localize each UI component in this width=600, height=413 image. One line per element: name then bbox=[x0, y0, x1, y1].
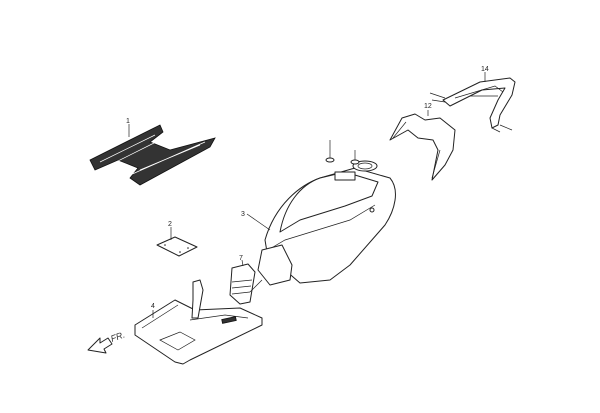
label-part-2: 2 bbox=[168, 221, 172, 228]
label-part-3: 3 bbox=[241, 211, 245, 218]
floor-mat: 1 bbox=[89, 118, 216, 186]
rear-cover: 12 bbox=[389, 103, 456, 181]
label-part-14: 14 bbox=[481, 66, 489, 73]
label-part-4: 4 bbox=[151, 303, 155, 310]
body-cover: 3 bbox=[241, 140, 396, 286]
rear-carrier: 14 bbox=[429, 66, 516, 133]
label-part-1: 1 bbox=[126, 118, 130, 125]
front-direction-arrow: FR. bbox=[87, 330, 126, 354]
label-part-7: 7 bbox=[239, 255, 243, 262]
plate: 2 bbox=[156, 221, 198, 257]
lid: 7 bbox=[229, 255, 263, 305]
label-part-12: 12 bbox=[424, 103, 432, 110]
floor-panel: 4 bbox=[134, 279, 263, 365]
front-direction-label: FR. bbox=[109, 330, 126, 344]
